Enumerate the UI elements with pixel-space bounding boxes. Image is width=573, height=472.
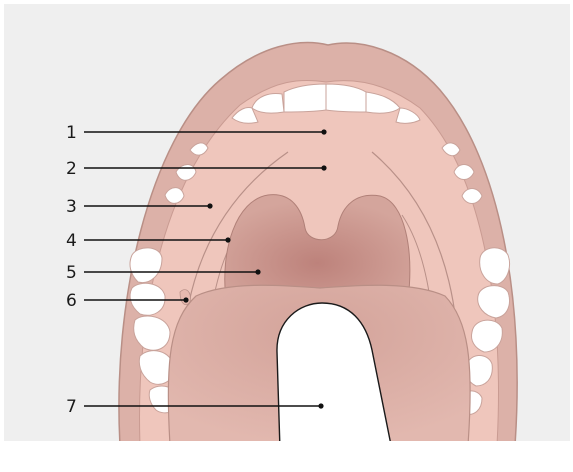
- callout-number: 3: [66, 197, 77, 217]
- leader-dot: [321, 165, 326, 170]
- leader-dot: [318, 403, 323, 408]
- leader-dot: [321, 129, 326, 134]
- leader-dot: [207, 203, 212, 208]
- leader-dot: [255, 269, 260, 274]
- callout-number: 6: [66, 291, 77, 311]
- leader-dot: [183, 297, 188, 302]
- callout-number: 1: [66, 123, 77, 143]
- callout-number: 7: [66, 397, 77, 417]
- callout-number: 2: [66, 159, 77, 179]
- callout-number: 4: [66, 231, 77, 251]
- leader-dot: [225, 237, 230, 242]
- callout-number: 5: [66, 263, 77, 283]
